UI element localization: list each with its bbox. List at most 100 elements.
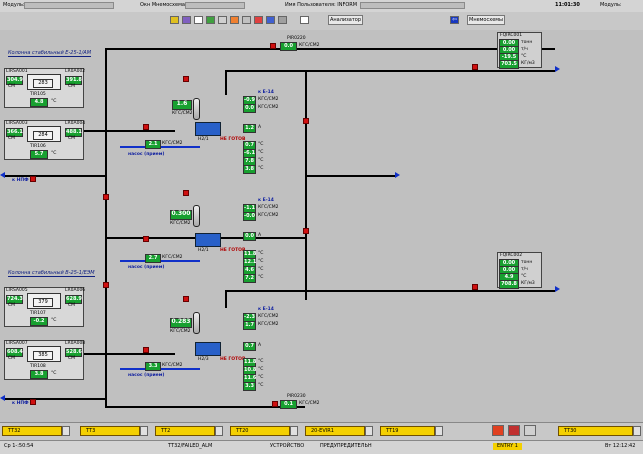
sec1-pressure-unit: КГС/СМ2: [172, 111, 193, 116]
page-icon[interactable]: [300, 16, 309, 24]
pipe-to-npf-1: [5, 175, 105, 177]
alarm-0[interactable]: ТТ32: [2, 426, 62, 436]
rp1-row1-unit: т/ч: [521, 47, 528, 52]
model-field[interactable]: [24, 2, 114, 9]
alarm-1[interactable]: ТТ3: [80, 426, 140, 436]
alarm-6[interactable]: ТТ30: [558, 426, 633, 436]
sec3-separator: [193, 312, 200, 334]
tank2-panel[interactable]: LIRSA003 366.1 СМ 284 LR0A004 488.1 СМ T…: [4, 120, 85, 160]
process-mimic: [0, 30, 643, 422]
info-icon[interactable]: [266, 16, 275, 24]
printer-icon[interactable]: [182, 16, 191, 24]
valve-sec2-feed[interactable]: [143, 236, 149, 242]
right-flow-panel-2[interactable]: FQIRC002 0.00 тонн 0.00 т/ч 4.9 °С 708.8…: [497, 252, 542, 289]
chart-icon[interactable]: [206, 16, 215, 24]
tank3-panel[interactable]: LIRSA005 724.3 СМ 379 LR0A006 628.9 СМ T…: [4, 287, 86, 327]
tank4-left-unit: СМ: [8, 356, 16, 361]
valve-sec3-top[interactable]: [183, 296, 189, 302]
model-label: Модуль:: [3, 2, 25, 8]
bottom-flow-unit: КГС/СМ2: [299, 401, 320, 406]
document-icon[interactable]: [194, 16, 203, 24]
silence-icon[interactable]: [508, 425, 520, 436]
sec2-pressure-unit: КГС/СМ2: [170, 221, 191, 226]
alarm-3[interactable]: ТТ20: [230, 426, 290, 436]
valve-sec2-top[interactable]: [183, 190, 189, 196]
sec3-r4-unit: °С: [258, 367, 264, 372]
alarm-4-ack[interactable]: [365, 426, 373, 436]
sec3-r1: 1.7: [243, 321, 256, 330]
valve-mid-left-1[interactable]: [103, 194, 109, 200]
back-arrow-icon[interactable]: ⇦: [450, 16, 459, 24]
sec3-pump-label: Н2/3: [198, 357, 209, 362]
settings-icon[interactable]: [218, 16, 227, 24]
valve-out-2[interactable]: [472, 284, 478, 290]
sec1-out-label: к Е-14: [258, 90, 274, 95]
stop-icon[interactable]: [254, 16, 263, 24]
alarm-1-ack[interactable]: [140, 426, 148, 436]
arrow-out-mid: [395, 172, 400, 178]
sec1-r1: 0.0: [243, 104, 256, 113]
help-icon[interactable]: [278, 16, 287, 24]
tank3-level: 379: [33, 298, 53, 307]
clock: 11:01:30: [555, 2, 580, 8]
sec1-pump[interactable]: [195, 122, 221, 136]
bottom-flow-tag: PIR0230: [287, 394, 306, 399]
valve-right-2[interactable]: [303, 228, 309, 234]
sec2-pump[interactable]: [195, 233, 221, 247]
status-limit: ПРЕДУПРЕДИТЕЛЬН: [320, 443, 372, 449]
valve-bottom-flow[interactable]: [272, 401, 278, 407]
user-label: Имя Пользователя: INFORM: [285, 2, 358, 8]
alarm-3-ack[interactable]: [290, 426, 298, 436]
valve-sec1-feed[interactable]: [143, 124, 149, 130]
sec3-pump[interactable]: [195, 342, 221, 356]
tank1-panel[interactable]: LIRSA001 304.9 СМ 283 LR0A002 391.8 СМ T…: [4, 68, 85, 108]
grid-icon[interactable]: [242, 16, 251, 24]
sec2-r0-unit: КГС/СМ2: [258, 205, 279, 210]
user-field[interactable]: [360, 2, 465, 9]
alarm-5[interactable]: ТТ19: [380, 426, 435, 436]
sec3-r5-unit: °С: [258, 375, 264, 380]
alarm-icon[interactable]: [230, 16, 239, 24]
valve-out-1[interactable]: [472, 64, 478, 70]
tank1-temp-unit: °С: [51, 99, 57, 104]
sec3-flow-unit: КГС/СМ2: [162, 363, 183, 368]
alarm-2-ack[interactable]: [215, 426, 223, 436]
tank3-right-value: 628.9: [65, 295, 82, 304]
alarm-0-ack[interactable]: [62, 426, 70, 436]
tank3-temp: -0.2: [30, 317, 48, 326]
title-bar: Модуль: Окн Мнемосхема: -(2) Имя Пользов…: [0, 0, 643, 13]
tank4-panel[interactable]: LIRSA007 608.4 СМ 385 LR0A008 528.6 СМ T…: [4, 340, 85, 380]
valve-npf-3[interactable]: [30, 399, 36, 405]
section3-title: Колонна стабильный В-25-1/ЕЭМ: [8, 270, 95, 277]
sec3-status: НЕ ГОТОВ: [220, 357, 246, 362]
mnemo-button[interactable]: Мнемосхемы: [467, 15, 505, 25]
alarm-2[interactable]: ТТ2: [155, 426, 215, 436]
sec3-out-label: к Е-14: [258, 307, 274, 312]
tank1-right-unit: СМ: [68, 84, 76, 89]
alarm-list-icon[interactable]: [524, 425, 536, 436]
status-bar: [0, 440, 643, 454]
pipe-to-npf-3: [5, 398, 105, 400]
alarm-5-ack[interactable]: [435, 426, 443, 436]
valve-right-1[interactable]: [303, 118, 309, 124]
valve-top-flow[interactable]: [270, 43, 276, 49]
arrow-npf-3: [0, 395, 5, 401]
valve-mid-left-2[interactable]: [103, 282, 109, 288]
alarm-4[interactable]: 20-ЕVIR1: [305, 426, 365, 436]
folder-icon[interactable]: [170, 16, 179, 24]
arrow-out-1: [555, 66, 560, 72]
valve-sec3-feed[interactable]: [143, 347, 149, 353]
alarm-6-ack[interactable]: [633, 426, 641, 436]
valve-npf-1[interactable]: [30, 176, 36, 182]
top-flow-value: 0.0: [280, 42, 297, 51]
sec3-r2: 0.7: [243, 342, 256, 351]
status-date: Ср 1-:50:54: [4, 443, 34, 449]
tank3-right-tag: LR0A006: [65, 288, 86, 293]
sec1-pressure: 1.6: [172, 100, 192, 110]
right-flow-panel-1[interactable]: FQIRC001 0.00 тонн 0.00 т/ч -19.5 °С 703…: [497, 32, 542, 69]
mnemo-field[interactable]: [185, 2, 245, 9]
valve-sec1-top[interactable]: [183, 76, 189, 82]
pipe-right-branch: [305, 175, 395, 177]
acknowledge-icon[interactable]: [492, 425, 504, 436]
analyzer-button[interactable]: Анализатор: [328, 15, 363, 25]
